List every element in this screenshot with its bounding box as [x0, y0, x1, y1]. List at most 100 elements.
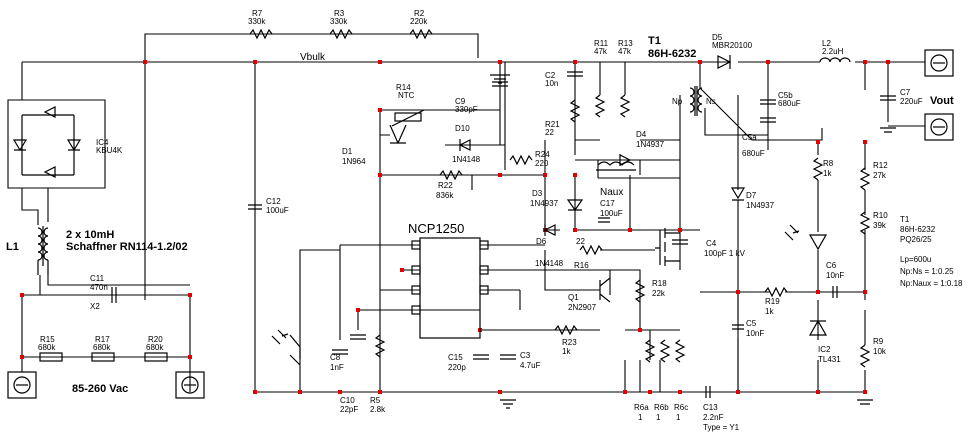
c8-ref: C8: [330, 353, 341, 362]
c4-value: 100pF 1 kV: [704, 249, 746, 258]
bridge-ref: IC4: [96, 138, 109, 147]
r24-value: 220: [535, 159, 549, 168]
r23-value: 1k: [562, 347, 571, 356]
r6c-ref: R6c: [674, 403, 688, 412]
input-range-label: 85-260 Vac: [72, 383, 128, 395]
naux-label: Naux: [600, 187, 623, 198]
ic2-value: TL431: [818, 355, 841, 364]
d6-value: 1N4148: [535, 259, 564, 268]
optocoupler: [271, 224, 800, 366]
mosfet: [655, 228, 680, 266]
r17-ref: R17: [95, 335, 110, 344]
r15-ref: R15: [40, 335, 55, 344]
notes-2: PQ26/25: [900, 235, 932, 244]
d7-value: 1N4937: [746, 201, 775, 210]
transformer-value: 86H-6232: [648, 48, 696, 60]
x2-ref: X2: [90, 302, 100, 311]
r20-ref: R20: [148, 335, 163, 344]
d1-ref: D1: [342, 147, 353, 156]
r22-ref: R22: [438, 181, 453, 190]
d10-value: 1N4148: [452, 155, 481, 164]
r17-value: 680k: [93, 343, 111, 352]
r14-value: NTC: [398, 91, 415, 100]
d1-value: 1N964: [342, 157, 366, 166]
d6-ref: D6: [536, 237, 547, 246]
capacitors: [111, 71, 896, 398]
c4-ref: C4: [706, 239, 717, 248]
r3-value: 330k: [330, 17, 348, 26]
r18-ref: R18: [652, 279, 667, 288]
d3-ref: D3: [532, 189, 543, 198]
r6b-value: 1: [656, 413, 661, 422]
r6c-value: 1: [676, 413, 681, 422]
ncp1250-body: [419, 237, 481, 339]
r23-ref: R23: [562, 338, 577, 347]
c3-value: 4.7uF: [520, 361, 541, 370]
r13-value: 47k: [618, 47, 632, 56]
bridge-value: KBU4K: [96, 146, 123, 155]
r16-ref: R16: [574, 261, 589, 270]
r8-ref: R8: [823, 159, 834, 168]
c10-ref: C10: [340, 396, 355, 405]
choke-line2: Schaffner RN114-1.2/02: [66, 241, 188, 253]
vbulk-label: Vbulk: [300, 52, 326, 63]
resistors: [39, 28, 871, 368]
diodes: [389, 55, 828, 336]
c10-value: 22pF: [340, 405, 358, 414]
d7-ref: D7: [746, 191, 757, 200]
choke-l1: [37, 226, 49, 275]
transformer-ref: T1: [648, 35, 661, 47]
ground-symbols: [490, 74, 896, 409]
c9-value: 330pF: [455, 105, 478, 114]
r9-ref: R9: [873, 337, 884, 346]
terminals: [7, 49, 954, 399]
l2-ref: L2: [822, 39, 831, 48]
vout-label: Vout: [930, 95, 954, 107]
c5-value: 10nF: [746, 329, 764, 338]
r16-value: 22: [576, 237, 585, 246]
wiring: [7, 33, 925, 393]
ncp1250-pins: [411, 240, 489, 315]
notes-4: Lp=600u: [900, 255, 931, 264]
c7-value: 220uF: [900, 97, 923, 106]
r14-ref: R14: [396, 83, 411, 92]
r8-value: 1k: [823, 169, 832, 178]
r7-ref: R7: [252, 9, 263, 18]
c12-ref: C12: [266, 197, 281, 206]
notes-1: 86H-6232: [900, 225, 936, 234]
c8-value: 1nF: [330, 363, 344, 372]
c6-value: 10nF: [826, 271, 844, 280]
notes-0: T1: [900, 215, 910, 224]
c9-ref: C9: [455, 97, 466, 106]
r11-ref: R11: [594, 39, 609, 48]
c6-ref: C6: [826, 261, 837, 270]
r12-ref: R12: [873, 161, 888, 170]
r19-value: 1k: [765, 307, 774, 316]
transformer-t1: [596, 86, 703, 171]
c2-value: 10n: [545, 79, 558, 88]
r21-value: 22: [545, 128, 554, 137]
r10-ref: R10: [873, 211, 888, 220]
c5a-value: 680uF: [742, 149, 765, 158]
c15-value: 220p: [448, 363, 466, 372]
l2-value: 2.2uH: [822, 47, 844, 56]
q1-ref: Q1: [568, 293, 579, 302]
r12-value: 27k: [873, 171, 887, 180]
r6b-ref: R6b: [654, 403, 669, 412]
c5b-ref: C5b: [778, 91, 793, 100]
c12-value: 100uF: [266, 206, 289, 215]
c5a-ref: C5a: [742, 133, 757, 142]
c17-value: 100uF: [600, 209, 623, 218]
choke-line1: 2 x 10mH: [66, 229, 114, 241]
r6a-ref: R6a: [634, 403, 649, 412]
c2-ref: C2: [545, 71, 556, 80]
ic2-ref: IC2: [818, 345, 831, 354]
c11-value: 470n: [90, 283, 108, 292]
junctions: [20, 60, 890, 394]
r3-ref: R3: [334, 9, 345, 18]
c3-ref: C3: [520, 351, 531, 360]
r19-ref: R19: [765, 297, 780, 306]
r2-ref: R2: [414, 9, 425, 18]
